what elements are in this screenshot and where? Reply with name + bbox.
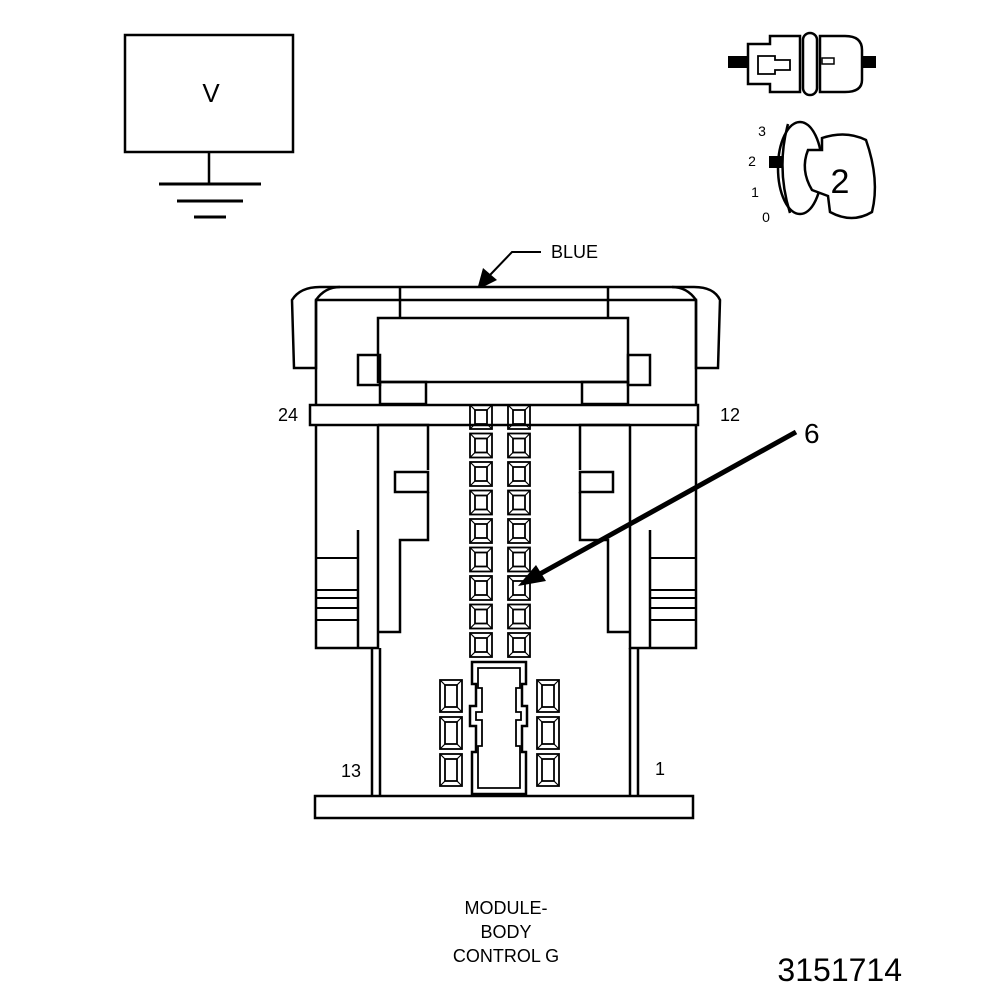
terminal-cavity xyxy=(469,518,493,544)
caption-line-2: BODY xyxy=(480,922,532,942)
terminal-cavity xyxy=(507,461,531,487)
pin-label-24: 24 xyxy=(278,405,298,425)
terminal-cavity xyxy=(469,432,493,459)
terminal-cavity xyxy=(507,404,531,430)
color-label-callout: BLUE xyxy=(477,242,598,290)
document-number: 3151714 xyxy=(777,952,902,988)
terminal-cavity xyxy=(469,575,493,601)
terminal-cavities xyxy=(439,404,560,787)
pin-label-1: 1 xyxy=(655,759,665,779)
ground-icon xyxy=(159,182,261,219)
terminal-cavity xyxy=(469,404,493,430)
selector-selected-position: 2 xyxy=(831,163,850,201)
selector-position-2: 2 xyxy=(748,153,756,169)
caption-line-1: MODULE- xyxy=(464,898,548,918)
inline-connector-icon xyxy=(728,31,876,97)
terminal-cavity xyxy=(507,632,531,658)
selector-position-1: 1 xyxy=(751,184,759,200)
ignition-switch-icon: 3 2 1 0 2 xyxy=(748,120,877,225)
pin-label-12: 12 xyxy=(720,405,740,425)
terminal-cavity xyxy=(439,753,463,787)
connector-color-label: BLUE xyxy=(551,242,598,262)
connector-body xyxy=(290,285,722,820)
terminal-cavity xyxy=(507,603,531,630)
terminal-cavity xyxy=(507,546,531,573)
terminal-cavity xyxy=(507,432,531,459)
terminal-cavity xyxy=(507,518,531,544)
voltmeter-icon: V xyxy=(123,33,295,219)
terminal-cavity xyxy=(536,716,560,750)
callout-arrow: 6 xyxy=(518,418,820,586)
caption-line-3: CONTROL G xyxy=(452,946,560,966)
terminal-cavity xyxy=(469,603,493,630)
voltmeter-symbol: V xyxy=(202,78,220,108)
terminal-cavity xyxy=(536,753,560,787)
callout-number: 6 xyxy=(804,418,820,449)
terminal-cavity xyxy=(439,679,463,713)
terminal-cavity xyxy=(469,546,493,573)
selector-position-0: 0 xyxy=(762,209,770,225)
terminal-cavity xyxy=(469,489,493,516)
keying-slot xyxy=(468,660,529,796)
pin-label-13: 13 xyxy=(341,761,361,781)
component-caption: MODULE- BODY CONTROL G xyxy=(406,896,606,968)
selector-position-3: 3 xyxy=(758,123,766,139)
terminal-cavity xyxy=(536,679,560,713)
terminal-cavity xyxy=(469,632,493,658)
terminal-cavity xyxy=(439,716,463,750)
terminal-cavity xyxy=(507,489,531,516)
terminal-cavity xyxy=(469,461,493,487)
